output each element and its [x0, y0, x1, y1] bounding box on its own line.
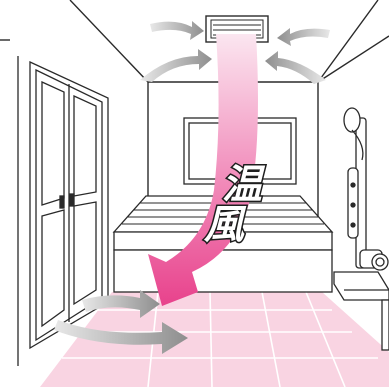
intake-arrow-lower-left — [140, 49, 212, 82]
intake-arrow-lower-right — [265, 51, 326, 84]
intake-arrow-top-right — [277, 28, 330, 46]
wind-label: 風 — [203, 202, 247, 248]
intake-arrow-top-left — [150, 21, 204, 40]
